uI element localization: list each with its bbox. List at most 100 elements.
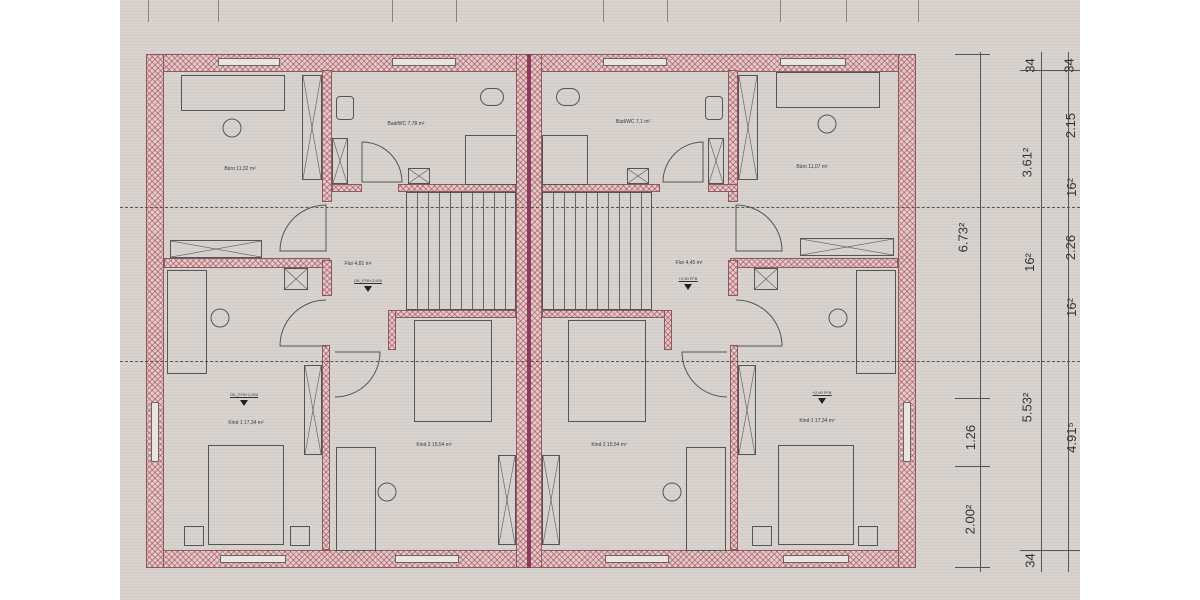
window — [392, 58, 456, 66]
dim-361: 3.61² — [1019, 147, 1035, 178]
bed — [414, 320, 492, 422]
window — [603, 58, 667, 66]
window — [605, 555, 669, 563]
axis-line — [120, 361, 1080, 362]
party-wall-core — [527, 54, 531, 568]
desk — [167, 270, 207, 374]
interior-wall — [708, 184, 738, 192]
dim-line-3 — [1068, 52, 1069, 572]
bed — [568, 320, 646, 422]
level-tag-kid1-right: +2,90 FFB — [812, 390, 832, 396]
dim-553: 5.53² — [1019, 392, 1035, 423]
dim-126: 1.26 — [963, 424, 979, 451]
grid-tick — [918, 0, 919, 22]
window — [220, 555, 286, 563]
dim-34-top-right: 34 — [1061, 58, 1077, 73]
desk — [686, 447, 726, 551]
axis-line — [120, 207, 1080, 208]
dim-34-bottom: 34 — [1022, 553, 1038, 568]
dim-16-a: 16² — [1063, 178, 1079, 197]
dim-34-top: 34 — [1022, 58, 1038, 73]
shaft — [754, 268, 778, 290]
level-tag-hall-left: OK_FFB+2,900 — [354, 278, 382, 284]
room-label-office-left: Büro 11,32 m² — [224, 166, 256, 172]
dim-200: 2.00² — [962, 504, 978, 535]
window — [783, 555, 849, 563]
desk — [181, 75, 285, 111]
dim-line-2 — [1041, 52, 1042, 572]
desk — [776, 72, 880, 108]
grid-tick — [780, 0, 781, 22]
room-label-kid2-left: Kind 2 15,54 m² — [416, 442, 452, 448]
wardrobe — [304, 365, 322, 455]
interior-wall — [398, 184, 516, 192]
shaft — [284, 268, 308, 290]
level-tag-kid1-left: OK_FFB+2,900 — [230, 392, 258, 398]
dim-tick — [955, 466, 990, 467]
wardrobe — [302, 75, 322, 180]
interior-wall — [664, 310, 672, 350]
interior-wall — [332, 184, 362, 192]
dim-226: 2.26 — [1063, 234, 1079, 261]
level-marker-icon — [364, 286, 372, 292]
grid-tick — [456, 0, 457, 22]
interior-wall — [322, 70, 332, 202]
window — [151, 402, 159, 462]
bed — [208, 445, 284, 545]
toilet — [556, 88, 580, 106]
interior-wall — [728, 70, 738, 202]
window — [780, 58, 846, 66]
dim-tick — [955, 567, 990, 568]
shower — [542, 135, 588, 185]
grid-tick — [846, 0, 847, 22]
dim-tick — [1020, 550, 1080, 551]
grid-tick — [603, 0, 604, 22]
wardrobe — [738, 365, 756, 455]
sink — [705, 96, 723, 120]
sink — [336, 96, 354, 120]
room-label-bath-right: Bad/WC 7,1 m² — [615, 119, 651, 125]
dim-line-1 — [980, 52, 981, 572]
room-label-hall-right: Flur 4,45 m² — [675, 260, 703, 266]
staircase — [542, 192, 652, 310]
room-label-kid2-right: Kind 2 15,54 m² — [591, 442, 627, 448]
wardrobe — [498, 455, 516, 545]
grid-tick — [218, 0, 219, 22]
dim-tick — [1020, 70, 1080, 71]
grid-tick — [148, 0, 149, 22]
dim-tick — [955, 398, 990, 399]
shaft — [627, 168, 649, 184]
level-marker-icon — [818, 398, 826, 404]
grid-tick — [392, 0, 393, 22]
window — [218, 58, 280, 66]
interior-wall — [388, 310, 396, 350]
interior-wall — [728, 260, 738, 296]
desk — [336, 447, 376, 551]
room-label-bath-left: Bad/WC 7,78 m² — [387, 121, 425, 127]
staircase — [406, 192, 516, 310]
dim-491: 4.91⁵ — [1063, 422, 1079, 453]
desk — [856, 270, 896, 374]
toilet — [480, 88, 504, 106]
interior-wall — [542, 184, 660, 192]
room-label-kid1-left: Kind 1 17,34 m² — [228, 420, 264, 426]
nightstand — [858, 526, 878, 546]
wardrobe — [170, 240, 262, 258]
shaft — [708, 138, 724, 184]
nightstand — [752, 526, 772, 546]
room-label-hall-left: Flur 4,81 m² — [344, 261, 372, 267]
room-label-office-right: Büro 11,07 m² — [796, 164, 828, 170]
wardrobe — [542, 455, 560, 545]
grid-tick — [667, 0, 668, 22]
room-label-kid1-right: Kind 1 17,34 m² — [799, 418, 835, 424]
nightstand — [290, 526, 310, 546]
window — [903, 402, 911, 462]
wardrobe — [800, 238, 894, 256]
level-tag-hall-right: +2,90 FFB — [678, 276, 698, 282]
window — [395, 555, 459, 563]
dim-tick — [955, 54, 990, 55]
nightstand — [184, 526, 204, 546]
dim-16-mid: 16² — [1021, 253, 1037, 272]
interior-wall — [322, 260, 332, 296]
